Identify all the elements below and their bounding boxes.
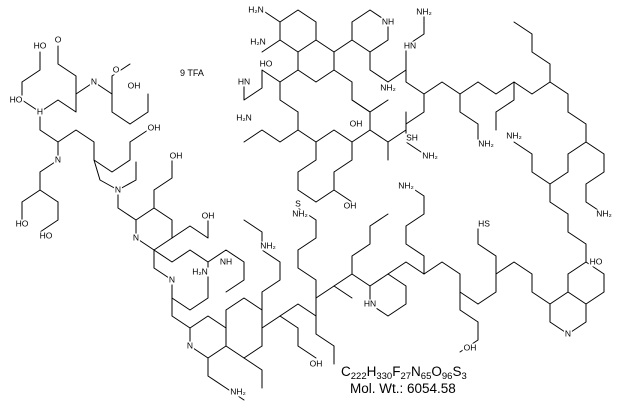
amine-label: NH₂ (379, 82, 397, 93)
formula-count: 96 (441, 371, 453, 382)
amine-label: NH₂ (259, 240, 277, 251)
formula-count: 65 (420, 371, 432, 382)
hydroxyl-label: OH (342, 200, 358, 211)
amide-n-label: N (131, 232, 141, 243)
formula-element: S (452, 364, 462, 379)
hydroxyl-label: HO (14, 218, 30, 229)
hydroxyl-label: OH (348, 118, 364, 129)
formula-element: N (411, 364, 421, 379)
left-backbone (21, 45, 209, 281)
formula-count: 3 (461, 371, 467, 382)
hydroxyl-label: HO (588, 256, 604, 267)
hydroxyl-label: OH (146, 122, 162, 133)
amide-n-label: N (113, 184, 123, 195)
amine-label: NH₂ (291, 208, 309, 219)
carbonyl-oxygen-label: O (111, 64, 121, 75)
molecular-formula: C222H330F27N65O96S3 (341, 364, 467, 385)
top-backbone (243, 9, 407, 203)
hydroxyl-label: OH (462, 342, 478, 353)
right-backbone (405, 15, 605, 215)
hydroxyl-label: OH (126, 80, 142, 91)
formula-element: C (341, 364, 351, 379)
amide-n-label: N (185, 340, 195, 351)
amine-label: H₂N (247, 4, 265, 15)
molecular-weight: Mol. Wt.: 6054.58 (350, 381, 456, 397)
molecular-weight-label: Mol. Wt.: (350, 381, 404, 396)
guanidine-hn-label: HN (402, 40, 418, 51)
amine-label: H₂N (191, 266, 209, 277)
amine-label: NH₂ (415, 6, 433, 17)
indole-nh-label: NH (380, 16, 396, 27)
carbonyl-oxygen-label: O (53, 34, 63, 45)
hydroxyl-label: OH (168, 150, 184, 161)
hydroxyl-label: HO (258, 58, 274, 69)
amide-n-label: N (89, 76, 99, 87)
thioether-label: S (294, 198, 302, 209)
thiol-label: HS (477, 218, 491, 229)
imidazole-hn-label: HN (362, 298, 378, 309)
hydroxyl-label: OH (308, 358, 324, 369)
amine-label: H₂N (235, 112, 253, 123)
guanidine-nh-label: NH (218, 256, 234, 267)
hydroxyl-label: HO (32, 40, 48, 51)
amide-n-label: N (167, 274, 177, 285)
formula-element: H (366, 364, 377, 379)
amine-label: NH₂ (477, 138, 495, 149)
formula-element: F (392, 364, 401, 379)
amine-label: NH₂ (229, 386, 247, 397)
middle-backbone (297, 183, 605, 353)
amide-nh-label: H (35, 106, 45, 117)
lower-backbone (153, 219, 353, 401)
proline-n-label: N (563, 328, 573, 339)
hydroxyl-label: HO (38, 230, 54, 241)
formula-count: 330 (376, 371, 393, 382)
imidazole-hn-label: HN (236, 76, 252, 87)
salt-label: 9 TFA (180, 68, 204, 78)
formula-count: 27 (400, 371, 412, 382)
formula-element: O (431, 364, 442, 379)
hydroxyl-label: OH (200, 210, 216, 221)
amine-label: NH₂ (421, 150, 439, 161)
hydroxyl-label: HO (8, 94, 24, 105)
thiol-label: SH (405, 132, 419, 143)
amine-label: NH₂ (505, 130, 523, 141)
amine-label: H₂N (249, 36, 267, 47)
amide-n-label: N (53, 154, 63, 165)
amine-label: NH₂ (397, 180, 415, 191)
amine-label: NH₂ (595, 208, 613, 219)
formula-count: 222 (350, 371, 367, 382)
molecular-weight-value: 6054.58 (407, 381, 456, 396)
